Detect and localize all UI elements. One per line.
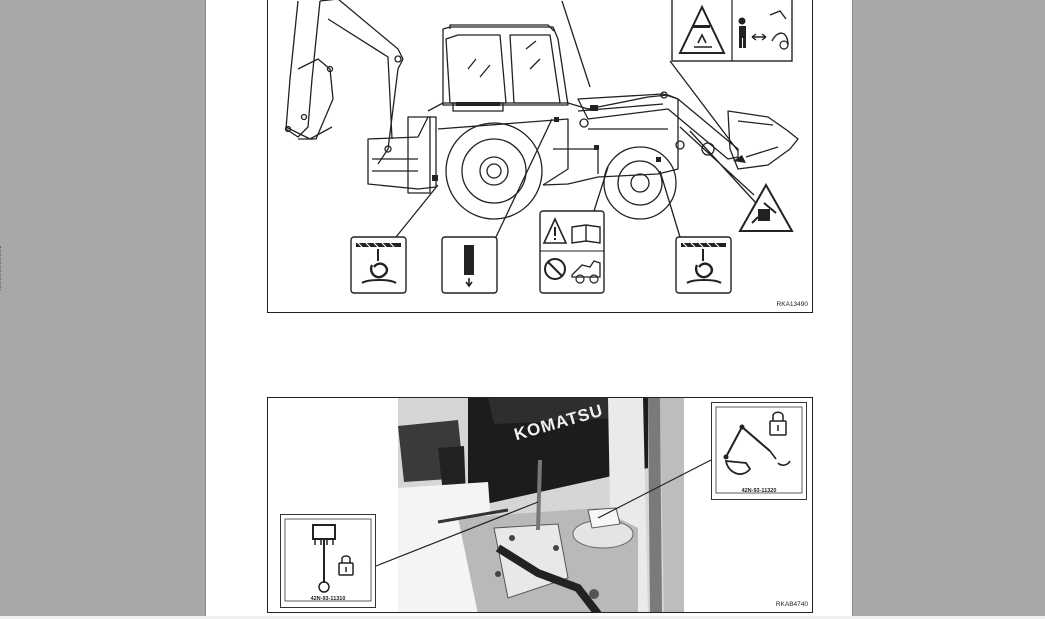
lock-bar-icon bbox=[441, 236, 498, 294]
backhoe-decal-figure: RKA13490 bbox=[267, 0, 813, 313]
figure-code-bottom: RKAB4740 bbox=[775, 601, 808, 608]
page-edge-marker bbox=[0, 246, 2, 290]
lock-lever-decal-left: 42N-93-11310 bbox=[280, 514, 376, 608]
lock-lever-photo: KOMATSU bbox=[398, 398, 684, 612]
lever-lock-icon bbox=[284, 518, 372, 602]
decal-code-right: 42N-93-11320 bbox=[741, 488, 777, 494]
hazard-crush-icon bbox=[671, 0, 793, 62]
decal-code-left: 42N-93-11310 bbox=[310, 596, 346, 602]
warning-manual-icon bbox=[539, 210, 605, 294]
lifting-point-icon-2 bbox=[675, 236, 732, 294]
bucket-lock-decal-right: 42N-93-11320 bbox=[711, 402, 807, 500]
lifting-point-icon bbox=[350, 236, 407, 294]
keep-distance-icon bbox=[738, 10, 789, 50]
bucket-lock-icon bbox=[715, 406, 803, 494]
no-ride-icon bbox=[544, 258, 601, 284]
viewer-bottom-strip bbox=[0, 616, 1045, 619]
backhoe-loader-drawing bbox=[284, 0, 799, 294]
lock-lever-figure: KOMATSU 42N-93-11310 42N-93-11320 bbox=[267, 397, 813, 613]
hand-crush-icon bbox=[738, 182, 794, 232]
figure-code-top: RKA13490 bbox=[776, 301, 808, 308]
